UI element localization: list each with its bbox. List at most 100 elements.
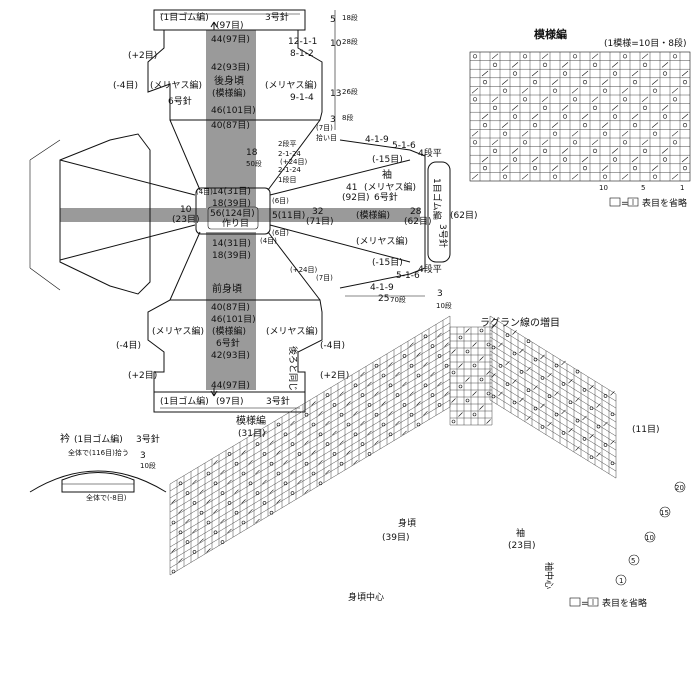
yarn-over-symbol [642, 105, 648, 110]
front-edge-minus4b: (-4目) [320, 340, 345, 351]
decrease-symbol [571, 173, 579, 180]
yarn-over-symbol [519, 370, 524, 374]
decrease-symbol [346, 401, 351, 406]
collar-title: 衿 [60, 432, 70, 445]
yarn-over-symbol [533, 357, 538, 362]
row-marker-20 [674, 481, 686, 493]
decrease-symbol [227, 479, 232, 485]
decrease-symbol [248, 460, 253, 465]
raglan-lines [59, 119, 411, 301]
decrease-symbol [671, 173, 679, 180]
neck-count-14b: 14(31目) [212, 238, 251, 249]
decrease-symbol [601, 122, 609, 128]
sleeve-dec-4d: 4段平 [418, 263, 442, 275]
decrease-symbol [541, 96, 549, 103]
yarn-over-symbol [542, 105, 548, 110]
decrease-symbol [388, 362, 393, 367]
yarn-over-symbol [332, 403, 337, 407]
decrease-symbol [346, 450, 351, 455]
decrease-symbol [661, 62, 669, 68]
yarn-over-symbol [220, 491, 225, 495]
decrease-symbol [561, 148, 569, 154]
yarn-over-symbol [582, 166, 588, 171]
garment-schematic: (1目ゴム編) 3号針 (97目) 44(97目) (+2目) 42(93目) … [29, 9, 477, 413]
yarn-over-symbol [602, 174, 608, 179]
pattern-col-10: 10 [599, 184, 608, 192]
yarn-over-symbol [552, 131, 558, 136]
yarn-over-symbol [388, 383, 393, 388]
decrease-symbol [554, 391, 559, 396]
raglan-cross-pick: 拾い目 [316, 133, 337, 142]
yarn-over-symbol [612, 71, 618, 76]
raglan-row-10: 10 [645, 534, 654, 542]
yarn-over-symbol [522, 54, 528, 59]
decrease-symbol [353, 411, 358, 416]
yarn-over-symbol [672, 140, 678, 145]
decrease-symbol [526, 415, 531, 421]
yarn-over-symbol [220, 540, 225, 544]
back-rows-13: 13 [330, 89, 341, 99]
yarn-over-symbol [402, 354, 407, 358]
back-stitches-top: (97目) [216, 20, 243, 31]
raglan-rows-1: 1段目 [278, 175, 296, 184]
yarn-over-symbol [325, 393, 330, 397]
decrease-symbol [206, 499, 211, 504]
decrease-symbol [641, 96, 649, 103]
decrease-symbol [444, 342, 449, 347]
front-edge-minus4: (-4目) [116, 340, 141, 351]
decrease-symbol [581, 113, 589, 120]
decrease-symbol [374, 440, 379, 445]
raglan-dec-2: 2段平 [278, 139, 296, 148]
sleeve-len-25: 25 [378, 294, 389, 304]
front-stitches-bottom: (97目) [216, 396, 243, 407]
decrease-symbol [681, 113, 689, 120]
yarn-over-symbol [227, 501, 232, 505]
yarn-over-symbol [572, 140, 578, 145]
decrease-symbol [601, 79, 609, 85]
yarn-over-symbol [269, 510, 274, 515]
front-title: 前身頃 [212, 282, 242, 295]
decrease-symbol [416, 352, 421, 357]
yarn-over-symbol [241, 520, 246, 525]
yarn-over-symbol [395, 393, 400, 397]
sleeve-len-3: 3 [437, 289, 443, 299]
decrease-symbol [498, 342, 503, 348]
pattern-col-5: 5 [641, 184, 645, 192]
decrease-symbol [472, 391, 477, 396]
yarn-over-symbol [632, 122, 638, 128]
yarn-over-symbol [622, 54, 628, 59]
front-needle-main: 6号針 [216, 337, 240, 349]
decrease-symbol [561, 105, 569, 111]
decrease-symbol [519, 348, 524, 354]
decrease-symbol [501, 122, 509, 128]
yarn-over-symbol [522, 97, 528, 102]
decrease-symbol [241, 499, 246, 504]
yarn-over-symbol [213, 530, 218, 535]
decrease-symbol [491, 139, 499, 146]
decrease-symbol [472, 342, 477, 347]
yarn-over-symbol [526, 339, 531, 344]
yarn-over-symbol [374, 412, 379, 417]
yarn-over-symbol [632, 166, 638, 171]
yarn-over-symbol [458, 335, 463, 340]
yarn-over-symbol [290, 491, 295, 495]
yarn-over-symbol [682, 79, 688, 85]
yarn-over-symbol [171, 520, 176, 525]
yarn-over-symbol [572, 97, 578, 102]
yarn-over-symbol [192, 550, 197, 554]
yarn-over-symbol [262, 452, 267, 456]
decrease-symbol [234, 489, 239, 494]
yarn-over-symbol [540, 425, 545, 429]
yarn-over-symbol [430, 393, 435, 397]
front-count-46: 46(101目) [211, 314, 256, 325]
yarn-over-symbol [353, 383, 358, 388]
yarn-over-symbol [444, 363, 449, 368]
decrease-symbol [651, 79, 659, 85]
yarn-over-symbol [255, 442, 260, 446]
collar-pickup: 全体で(116目)拾う [68, 448, 129, 457]
raglan-row-1: 1 [619, 577, 623, 585]
decrease-symbol [304, 440, 309, 445]
yarn-over-symbol [486, 342, 491, 347]
decrease-symbol [561, 409, 566, 415]
yarn-over-symbol [505, 333, 510, 337]
